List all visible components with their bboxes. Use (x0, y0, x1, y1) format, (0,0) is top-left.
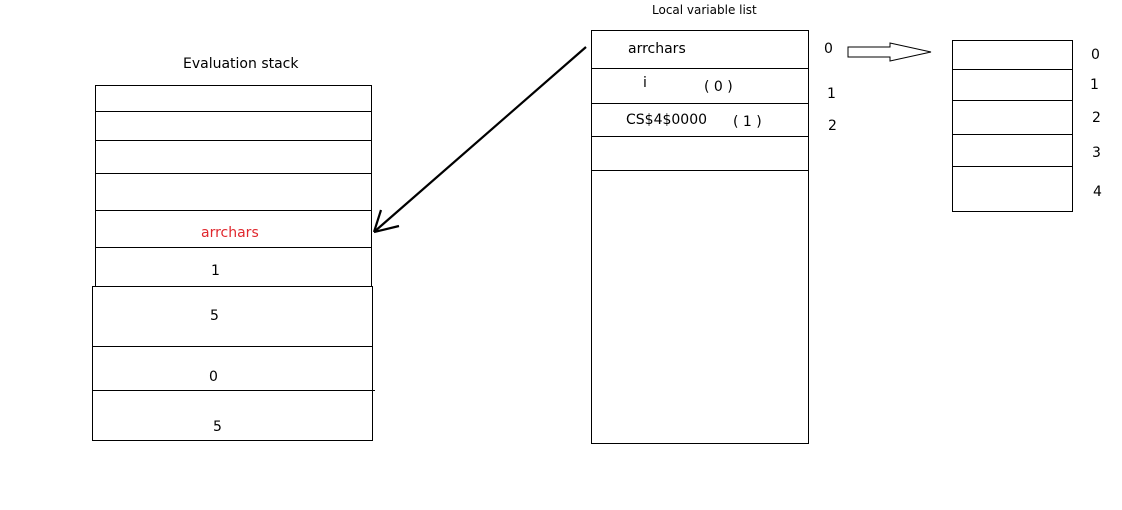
evaluation-stack-title: Evaluation stack (183, 56, 299, 72)
local-var-name: arrchars (628, 41, 686, 57)
stack-item: 0 (209, 369, 218, 385)
local-variable-list-title: Local variable list (652, 3, 757, 17)
local-var-name: CS$4$0000 (626, 112, 708, 128)
array-index: 4 (1093, 184, 1102, 200)
local-var-value: ( 1 ) (733, 114, 762, 130)
array-index: 0 (1091, 47, 1100, 63)
local-var-index: 1 (827, 86, 836, 102)
local-var-value: ( 0 ) (704, 79, 733, 95)
array-index: 3 (1092, 145, 1101, 161)
stack-item: 5 (210, 308, 219, 324)
diagonal-arrow (372, 46, 587, 234)
local-var-name: i (643, 75, 647, 91)
stack-item-arrchars: arrchars (201, 225, 259, 241)
stack-item: 5 (213, 419, 222, 435)
local-var-index: 2 (828, 118, 837, 134)
array-index: 2 (1092, 110, 1101, 126)
stack-item: 1 (211, 263, 220, 279)
local-var-index: 0 (824, 41, 833, 57)
hollow-arrow (847, 42, 932, 62)
array-index: 1 (1090, 77, 1099, 93)
